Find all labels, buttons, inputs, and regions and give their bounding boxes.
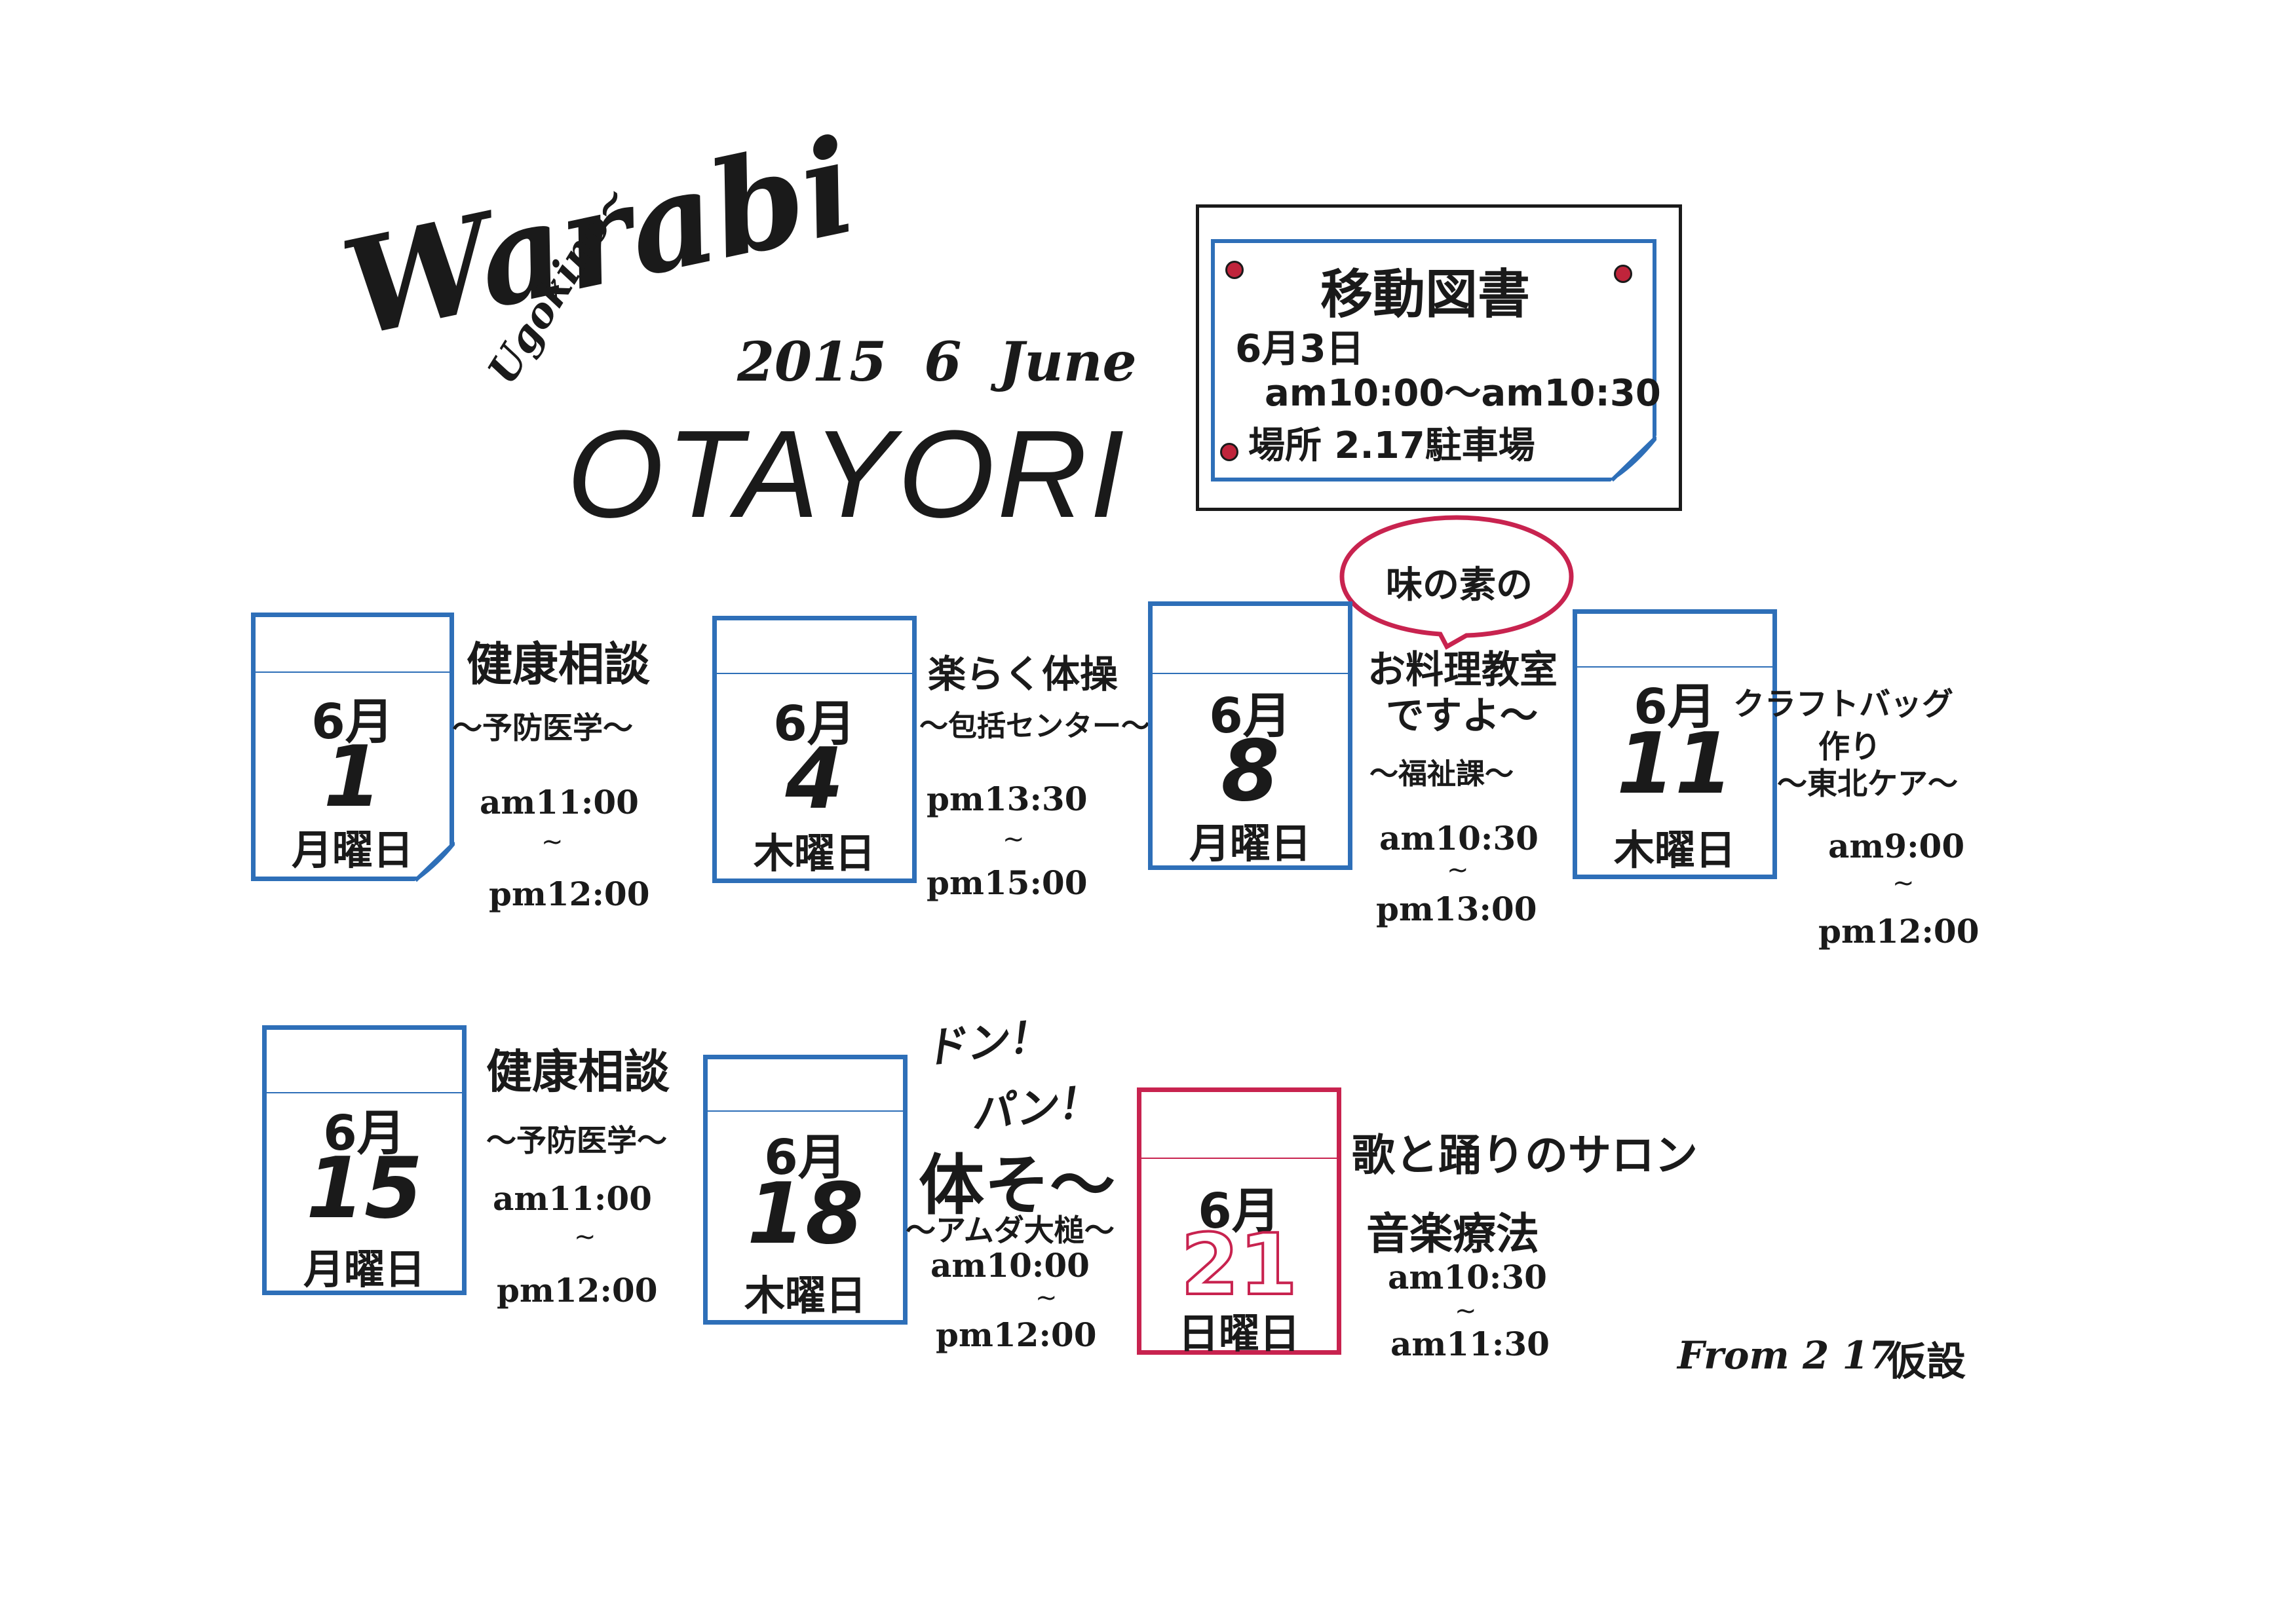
footer-from: From 2 17 <box>1677 1333 1896 1378</box>
calendar-month: 6月 <box>1634 679 1716 735</box>
calendar-day: 8 <box>1221 723 1280 820</box>
event-shout-1: ドン！ <box>921 1012 1051 1074</box>
event-end-time: pm12:00 <box>497 1271 658 1310</box>
event-host: ～予防医学～ <box>486 1123 667 1158</box>
notice-card <box>1211 239 1656 482</box>
event-start-time: pm13:30 <box>927 780 1088 818</box>
time-separator: ~ <box>1455 1296 1477 1326</box>
event-end-time: am11:30 <box>1390 1325 1550 1363</box>
event-start-time: am10:30 <box>1388 1258 1547 1296</box>
event-title: 健康相談 <box>486 1045 670 1099</box>
calendar-month: 6月 <box>311 694 394 750</box>
event-host: ～包括センター～ <box>919 709 1150 743</box>
event-host: ～予防医学～ <box>452 710 633 746</box>
calendar-weekday: 日曜日 <box>1177 1310 1300 1357</box>
event-title: お料理教室 <box>1368 647 1558 692</box>
pin-dot-tr <box>1614 265 1632 283</box>
time-separator: ~ <box>1003 824 1025 854</box>
pin-dot-bl <box>1220 443 1238 461</box>
notice-title: 移動図書 <box>1320 264 1530 325</box>
time-separator: ~ <box>1447 855 1469 885</box>
calendar-page: 6月 8 月曜日 <box>1148 601 1352 870</box>
event-start-time: am11:00 <box>480 783 639 821</box>
footer-place: 仮設 <box>1887 1339 1966 1385</box>
calendar-weekday: 木曜日 <box>744 1272 866 1319</box>
event-start-time: am9:00 <box>1828 827 1965 865</box>
event-end-time: pm12:00 <box>1818 912 1980 951</box>
pin-dot-tl <box>1225 261 1244 279</box>
event-start-time: am11:00 <box>493 1179 652 1218</box>
event-shout-2: パン！ <box>968 1077 1101 1139</box>
folded-corner-icon <box>1611 436 1656 482</box>
notice-time: am10:00～am10:30 <box>1265 372 1661 415</box>
event-end-time: pm12:00 <box>489 875 650 913</box>
calendar-page: 6月 18 木曜日 <box>703 1055 908 1325</box>
folded-corner-icon <box>414 841 455 882</box>
calendar-weekday: 月曜日 <box>303 1245 425 1293</box>
time-separator: ~ <box>1035 1283 1058 1313</box>
calendar-weekday: 月曜日 <box>291 826 413 874</box>
calendar-day: 11 <box>1616 715 1734 813</box>
calendar-weekday: 月曜日 <box>1189 820 1311 867</box>
calendar-weekday: 木曜日 <box>753 829 875 877</box>
calendar-day: 21 <box>1179 1215 1299 1315</box>
event-title: 体そ～ <box>919 1147 1115 1224</box>
calendar-month: 6月 <box>1198 1183 1280 1239</box>
calendar-month: 6月 <box>773 696 856 752</box>
event-host: ～福祉課～ <box>1369 757 1514 791</box>
speech-bubble <box>1339 515 1574 650</box>
event-title-line2: 音楽療法 <box>1366 1209 1539 1259</box>
event-title: 健康相談 <box>467 637 650 691</box>
calendar-page: 6月 15 月曜日 <box>262 1025 467 1295</box>
calendar-month: 6月 <box>764 1129 847 1186</box>
calendar-page: 6月 4 木曜日 <box>712 616 917 883</box>
event-host: ～アムダ大槌～ <box>906 1213 1115 1248</box>
calendar-page-highlight: 6月 21 日曜日 <box>1137 1087 1341 1357</box>
event-end-time: pm13:00 <box>1376 890 1537 928</box>
event-start-time: am10:30 <box>1379 819 1539 858</box>
date-line: 2015 6 June <box>737 331 1137 394</box>
notice-place: 場所 2.17駐車場 <box>1248 425 1535 467</box>
calendar-day: 15 <box>305 1140 423 1237</box>
calendar-month: 6月 <box>1209 688 1292 744</box>
calendar-day: 18 <box>746 1165 864 1263</box>
event-start-time: am10:00 <box>930 1246 1090 1285</box>
event-title: クラフトバッグ <box>1733 686 1954 723</box>
calendar-page: 6月 1 月曜日 <box>251 613 455 882</box>
notice-date: 6月3日 <box>1235 326 1364 371</box>
time-separator: ~ <box>541 827 564 857</box>
event-title: 楽らく体操 <box>928 652 1119 696</box>
event-end-time: pm12:00 <box>936 1315 1097 1354</box>
time-separator: ~ <box>574 1222 596 1252</box>
bubble-text: 味の素の <box>1386 564 1533 607</box>
event-title: 歌と踊りのサロン <box>1352 1130 1698 1180</box>
page-title: OTAYORI <box>567 405 1127 544</box>
calendar-weekday: 木曜日 <box>1613 826 1736 874</box>
notice-frame <box>1196 204 1682 511</box>
event-title-line2: 作り <box>1818 728 1882 765</box>
event-title-line2: ですよ～ <box>1386 693 1539 738</box>
event-end-time: pm15:00 <box>927 863 1088 902</box>
calendar-month: 6月 <box>323 1105 406 1161</box>
time-separator: ~ <box>1892 868 1915 898</box>
calendar-day: 4 <box>785 730 844 828</box>
event-host: ～東北ケア～ <box>1777 766 1958 801</box>
calendar-day: 1 <box>323 728 382 826</box>
calendar-page: 6月 11 木曜日 <box>1573 609 1777 879</box>
